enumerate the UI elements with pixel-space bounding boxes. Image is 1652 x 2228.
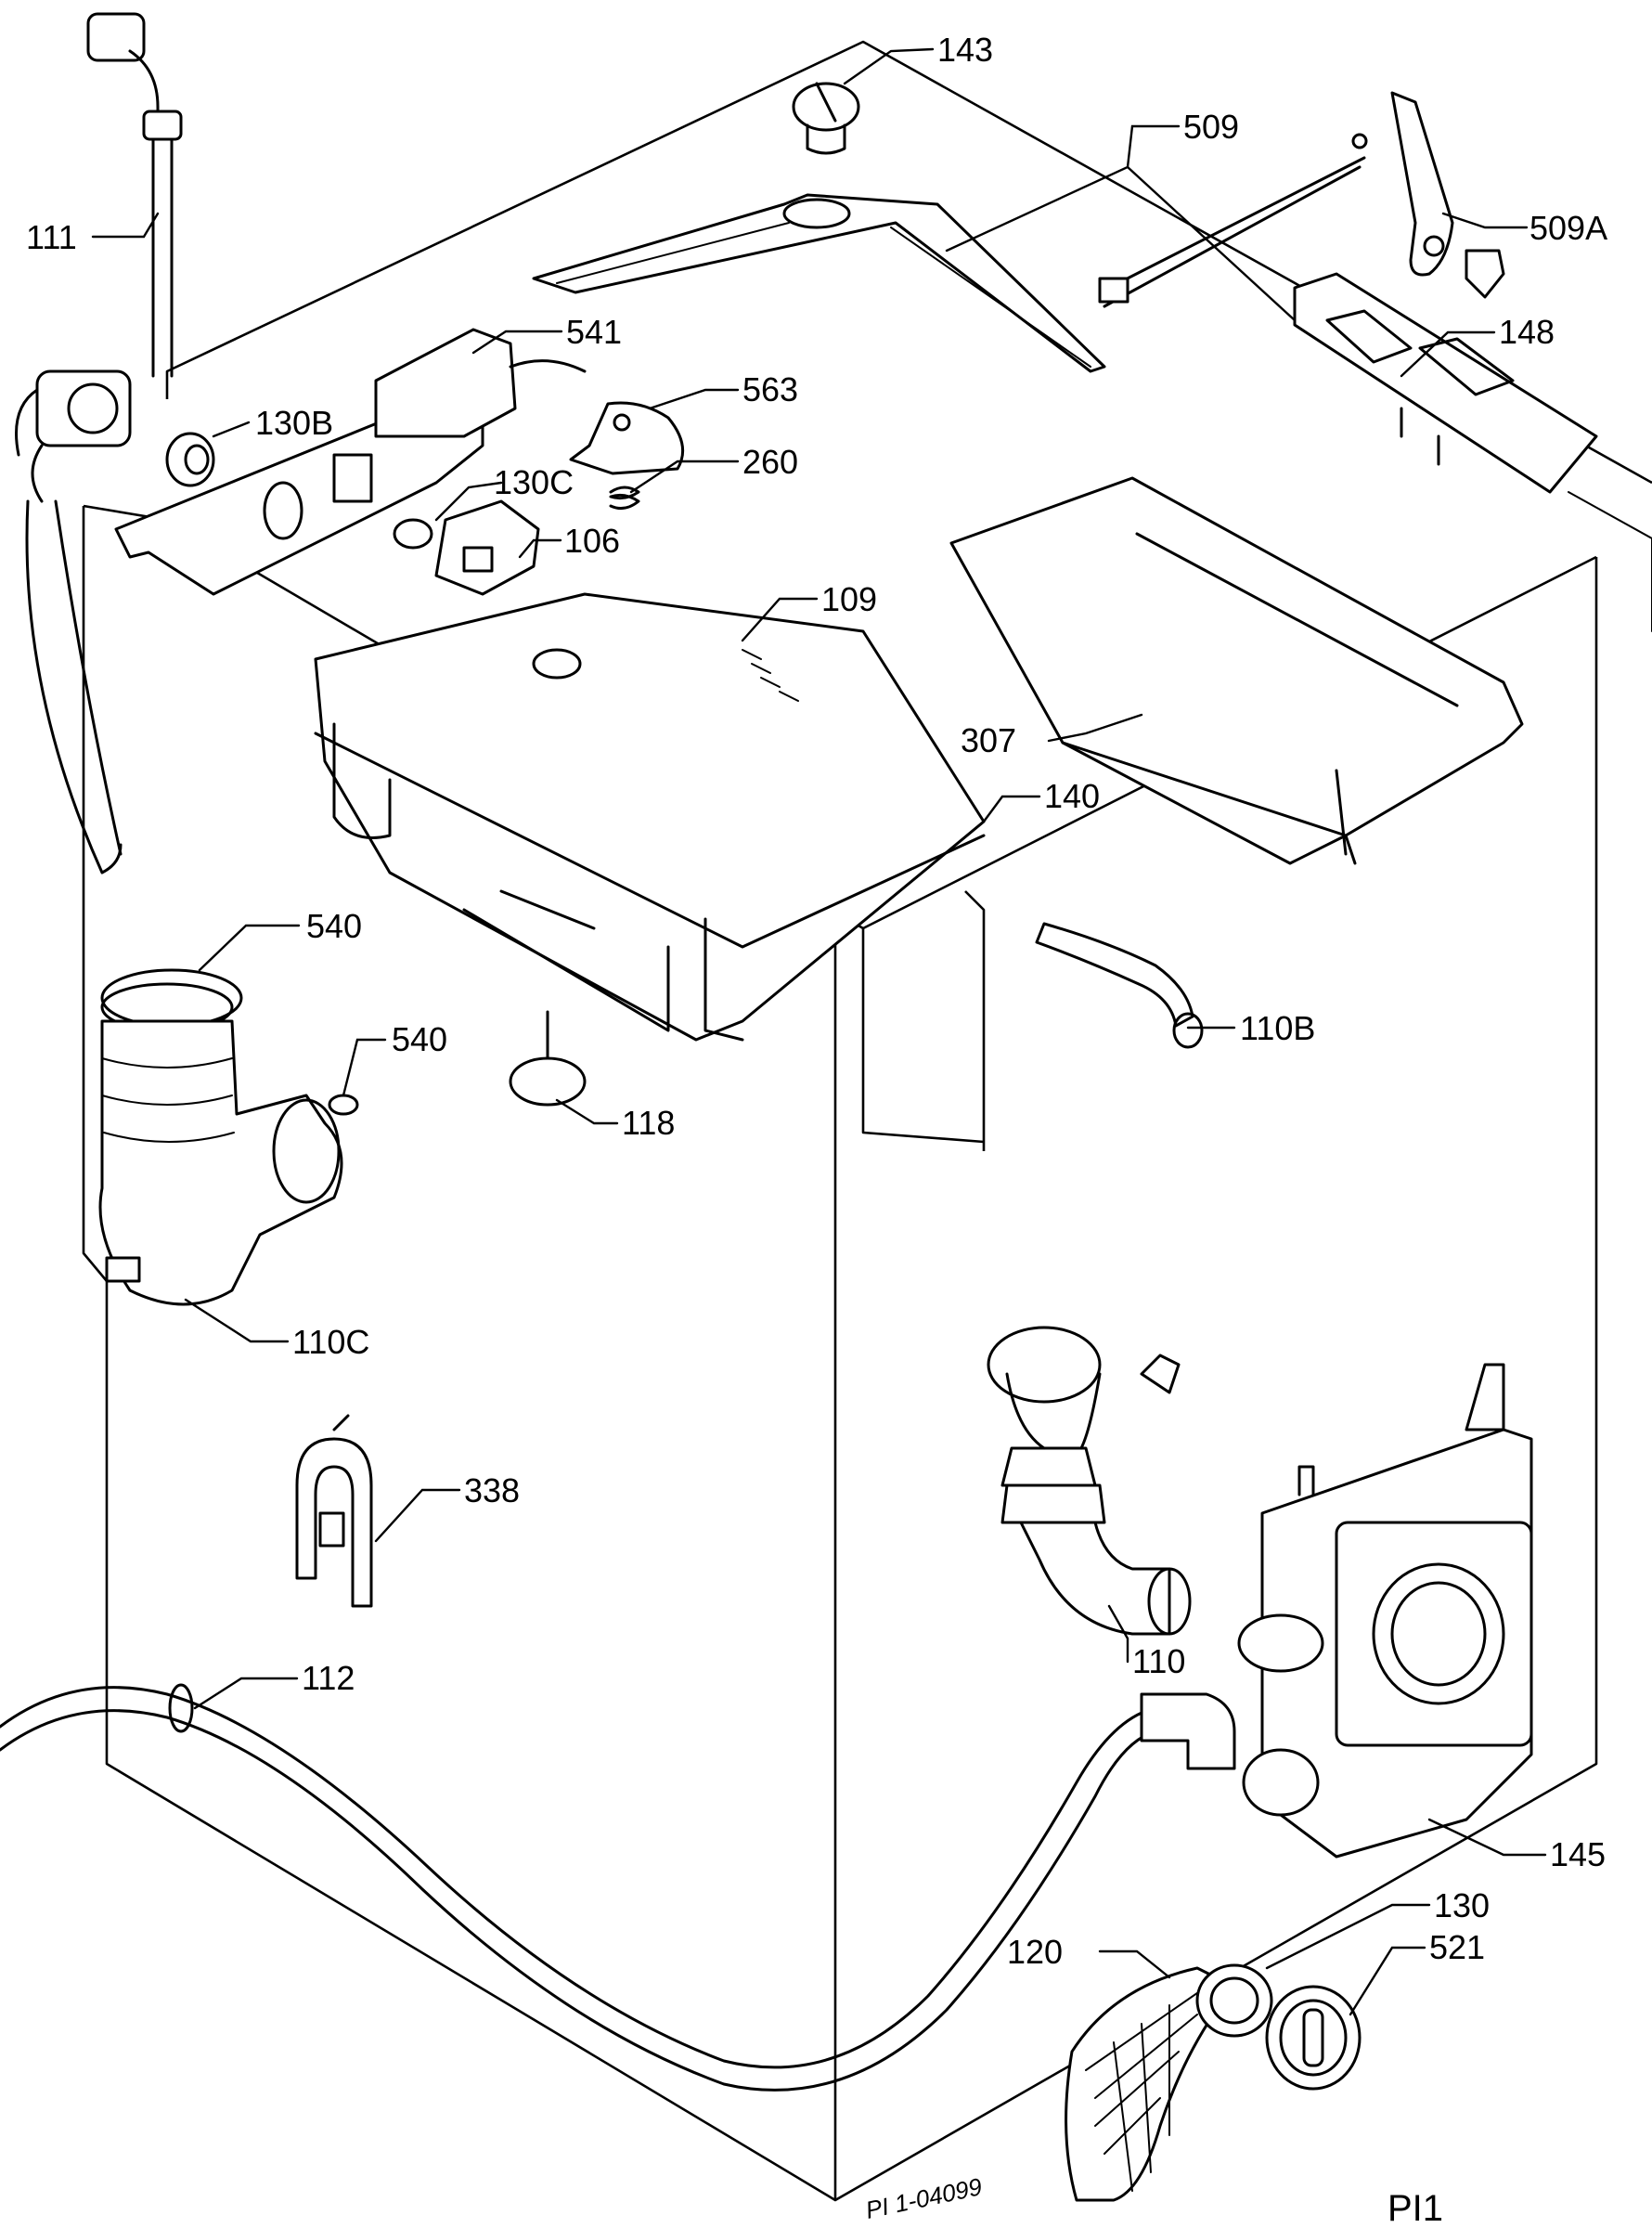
plate-id: PI1 <box>1387 2188 1443 2228</box>
label-109: 109 <box>821 580 877 618</box>
label-106: 106 <box>564 522 620 560</box>
pump-145 <box>1237 1363 1533 1859</box>
dispenser-housing-109 <box>314 592 986 1042</box>
label-307: 307 <box>961 721 1016 759</box>
label-143: 143 <box>937 31 993 69</box>
bellows-hose-110 <box>987 1326 1192 1636</box>
lever-509a <box>1390 91 1505 299</box>
label-110: 110 <box>1132 1642 1185 1680</box>
label-130: 130 <box>1434 1886 1490 1924</box>
label-111: 111 <box>26 218 77 256</box>
label-110c: 110C <box>292 1323 369 1361</box>
cap-130b <box>165 432 215 487</box>
drain-hose-112 <box>0 1683 1236 2092</box>
label-110b: 110B <box>1240 1009 1315 1047</box>
label-118: 118 <box>622 1104 675 1142</box>
dispenser-lid-148 <box>1293 272 1598 494</box>
label-540-side: 540 <box>392 1020 447 1058</box>
label-509a: 509A <box>1529 209 1607 247</box>
cap-521 <box>1265 1985 1362 2091</box>
inlet-hose-111 <box>15 12 183 874</box>
part-130c-106 <box>393 499 540 596</box>
label-140: 140 <box>1044 777 1100 815</box>
filter-120 <box>1065 1966 1236 2202</box>
label-540-top: 540 <box>306 907 362 945</box>
bellows-110c <box>98 968 359 1306</box>
label-521: 521 <box>1429 1928 1485 1966</box>
label-260: 260 <box>742 443 798 481</box>
label-130c: 130C <box>494 463 574 501</box>
filter-118 <box>509 1010 587 1107</box>
label-541: 541 <box>566 313 622 351</box>
clip-338 <box>295 1414 373 1608</box>
valve-bracket-541 <box>114 328 587 596</box>
knob-143 <box>792 82 860 155</box>
part-labels: 111 143 509 509A 541 130B 563 148 260 13… <box>26 31 1607 1971</box>
drawer-307 <box>949 476 1524 865</box>
spring-260 <box>609 486 640 511</box>
label-338: 338 <box>464 1471 520 1509</box>
cam-563 <box>569 401 685 475</box>
label-112: 112 <box>302 1659 355 1697</box>
ring-130 <box>1195 1963 1273 2038</box>
leader-lines <box>91 47 1547 2016</box>
label-563: 563 <box>742 370 798 408</box>
label-120: 120 <box>1007 1933 1063 1971</box>
drawing-reference: PI 1-04099 <box>863 2172 985 2224</box>
lever-509 <box>532 133 1368 373</box>
label-130b: 130B <box>255 404 333 442</box>
label-509: 509 <box>1183 108 1239 146</box>
label-148: 148 <box>1499 313 1555 351</box>
hose-110b <box>1035 922 1204 1049</box>
label-145: 145 <box>1550 1835 1606 1873</box>
